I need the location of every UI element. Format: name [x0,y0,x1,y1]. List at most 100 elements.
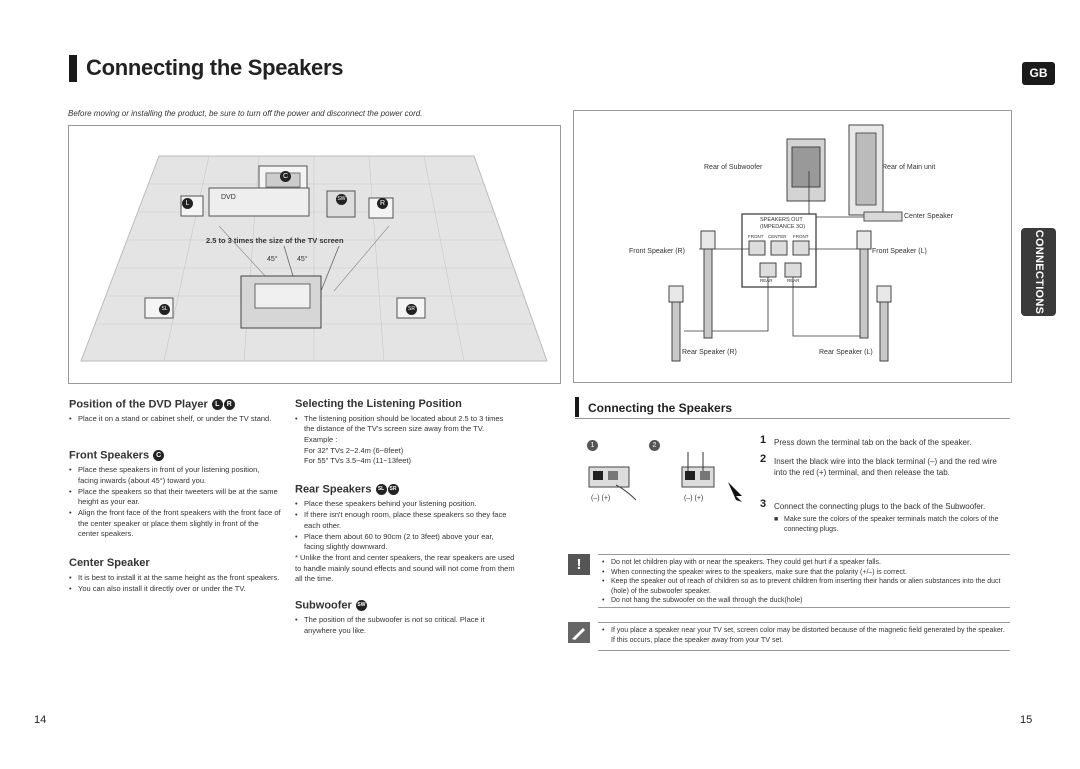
side-tab-label: CONNECTIONS [1032,229,1045,315]
list-item: Place them about 60 to 90cm (2 to 3feet)… [295,532,515,553]
room-layout-diagram: C DVD L SW R 2.5 to 3 times the size of … [68,125,561,384]
terminal-figure-2: 2 (–) (+) [648,440,748,510]
example-line: For 55" TVs 3.5~4m (11~13feet) [304,456,412,465]
impedance-label: (IMPEDANCE 3Ω) [760,224,806,230]
step-3-note: ■Make sure the colors of the speaker ter… [774,516,999,533]
figure-number: 1 [587,440,598,451]
page-number-left: 14 [34,714,47,726]
right-speaker-badge: R [377,198,388,209]
note-top-rule [598,622,1010,623]
left-speaker-badge: L [182,198,193,209]
list-item: You can also install it directly over or… [69,584,281,595]
surround-right-badge: SR [406,304,417,315]
note-list: If you place a speaker near your TV set,… [602,626,1010,645]
caution-icon: ! [568,554,590,575]
step-text: Press down the terminal tab on the back … [774,438,972,447]
terminal-polarity-label: (–) (+) [591,495,611,502]
distance-label: 2.5 to 3 times the size of the TV screen [206,236,344,245]
caution-bottom-rule [598,607,1010,608]
step-text: Connect the connecting plugs to the back… [774,502,986,511]
dvd-label: DVD [221,194,236,201]
step-3-note-text: Make sure the colors of the speaker term… [784,516,999,533]
note-item: If you place a speaker near your TV set,… [602,626,1010,645]
step-1: 1 Press down the terminal tab on the back… [760,435,1010,448]
center-speaker-badge: C [280,171,291,182]
speakers-out-label: SPEAKERS OUT [760,217,803,223]
section-title: Center Speaker [69,557,150,569]
page-title: Connecting the Speakers [86,55,344,80]
wiring-illustration [668,124,903,362]
example-line: For 32" TVs 2~2.4m (6~8feet) [304,445,404,455]
room-layout-illustration [80,155,548,362]
list-item: Align the front face of the front speake… [69,508,281,540]
intro-text: Before moving or installing the product,… [68,109,423,118]
right-badge: R [223,399,235,410]
caution-item: Do not hang the subwoofer on the wall th… [602,596,1010,606]
rear-of-subwoofer-label: Rear of Subwoofer [704,164,763,171]
subtitle-bar-accent [575,397,579,417]
connecting-speakers-subtitle: Connecting the Speakers [588,401,733,415]
step-2: 2 Insert the black wire into the black te… [760,454,1004,478]
left-badge: L [211,399,223,410]
note-pencil-icon [568,622,590,643]
rear-speaker-l-label: Rear Speaker (L) [819,349,873,356]
list-item: If there isn't enough room, place these … [295,510,515,531]
step-3: 3 Connect the connecting plugs to the bac… [760,499,1010,512]
rear-footnote: * Unlike the front and center speakers, … [295,553,515,583]
list-item: The listening position should be located… [295,414,515,446]
list-item: The position of the subwoofer is not so … [295,615,515,636]
wiring-diagram: Rear of Subwoofer Rear of Main unit Cent… [573,110,1012,383]
subwoofer-section: Subwoofer SW The position of the subwoof… [295,600,515,637]
angle-left-label: 45° [267,256,278,263]
front-speaker-l-label: Front Speaker (L) [872,248,927,255]
front-speakers-section: Front Speakers C Place these speakers in… [69,450,281,540]
section-title: Subwoofer [295,599,352,612]
section-title: Front Speakers [69,449,150,462]
caution-item: Keep the speaker out of reach of childre… [602,577,1010,596]
list-item: Place these speakers behind your listeni… [295,499,515,510]
pencil-icon [572,628,585,640]
rear-of-main-unit-label: Rear of Main unit [882,164,936,171]
figure-number: 2 [649,440,660,451]
angle-right-label: 45° [297,256,308,263]
surround-left-badge: SL [159,304,170,315]
terminal-polarity-label: (–) (+) [684,495,704,502]
rear-terminal-label: REAR [760,278,773,283]
section-title: Position of the DVD Player [69,398,208,411]
sl-badge: SL [375,484,387,495]
front-speaker-r-label: Front Speaker (R) [629,248,686,255]
step-number: 3 [760,498,767,510]
step-number: 2 [760,453,767,465]
caution-top-rule [598,554,1010,555]
dvd-position-section: Position of the DVD Player LR Place it o… [69,399,281,425]
connections-side-tab: CONNECTIONS [1021,228,1056,316]
caution-list: Do not let children play with or near th… [602,558,1010,606]
caution-item: Do not let children play with or near th… [602,558,1010,568]
list-item: It is best to install it at the same hei… [69,573,281,584]
center-badge: C [153,450,165,461]
title-rule [575,418,1010,419]
sr-badge: SR [387,484,399,495]
caution-item: When connecting the speaker wires to the… [602,568,1010,578]
subwoofer-badge: SW [336,194,347,205]
step-number: 1 [760,434,767,446]
section-title: Rear Speakers [295,483,372,496]
center-speaker-label: Center Speaker [904,213,954,220]
list-item: Place these speakers in front of your li… [69,465,281,486]
note-bottom-rule [598,650,1010,651]
terminal-illustration-2 [681,452,742,502]
rear-speaker-r-label: Rear Speaker (R) [682,349,737,356]
front-terminal-label: FRONT [748,234,764,239]
rear-terminal-label-2: REAR [787,278,800,283]
language-badge: GB [1022,62,1055,85]
list-item: Place it on a stand or cabinet shelf, or… [69,414,281,425]
list-item: Place the speakers so that their tweeter… [69,487,281,508]
terminal-illustration-1 [588,466,637,501]
listening-position-section: Selecting the Listening Position The lis… [295,399,515,467]
center-terminal-label: CENTER [768,234,787,239]
front-terminal-label-2: FRONT [793,234,809,239]
title-bar-accent [69,55,77,82]
step-text: Insert the black wire into the black ter… [774,457,997,477]
page-number-right: 15 [1020,714,1033,726]
